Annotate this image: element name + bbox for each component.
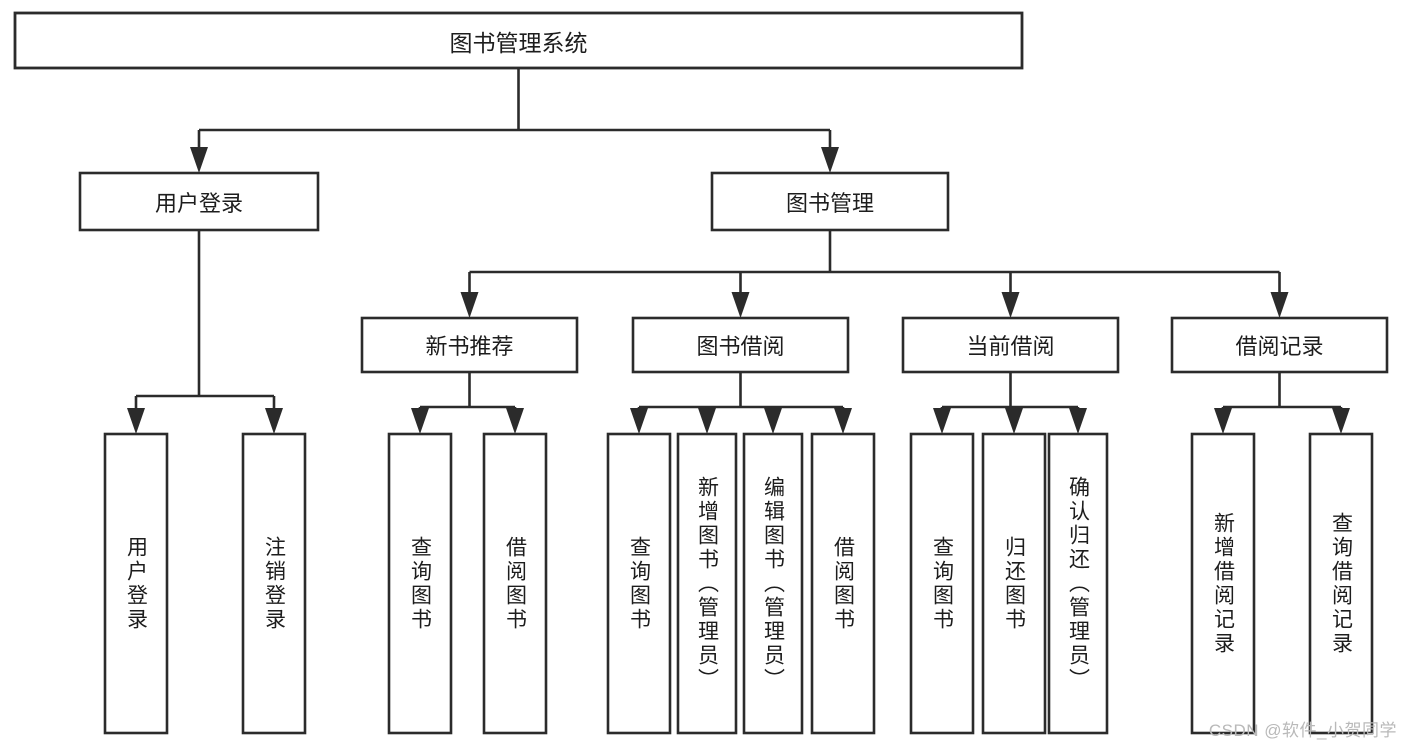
node-box-bb-borrow-book[interactable] (810, 432, 876, 735)
node-box-current-borrow[interactable] (901, 316, 1120, 374)
book-borrow-arrow-0 (630, 408, 648, 434)
new-book-recommend-arrow-1 (506, 408, 524, 434)
book-management-arrow-1 (731, 292, 750, 318)
current-borrow-arrow-0 (933, 408, 951, 434)
node-box-user-login[interactable] (78, 171, 320, 232)
book-management-arrow-2 (1001, 292, 1020, 318)
node-box-book-borrow[interactable] (631, 316, 850, 374)
node-box-logout-leaf[interactable] (241, 432, 307, 735)
node-box-br-add-record[interactable] (1190, 432, 1256, 735)
node-box-bb-query-book[interactable] (606, 432, 672, 735)
node-box-bb-add-book-admin[interactable] (676, 432, 738, 735)
node-box-book-management[interactable] (710, 171, 950, 232)
borrow-records-arrow-0 (1214, 408, 1232, 434)
node-box-cb-query-book[interactable] (909, 432, 975, 735)
node-box-nbr-query-book[interactable] (387, 432, 453, 735)
node-box-user-login-leaf[interactable] (103, 432, 169, 735)
user-login-arrow-1 (265, 408, 283, 434)
root-arrow-1 (821, 147, 839, 173)
user-login-arrow-0 (127, 408, 145, 434)
root-arrow-0 (190, 147, 208, 173)
node-box-cb-confirm-return-admin[interactable] (1047, 432, 1109, 735)
book-borrow-arrow-2 (764, 408, 782, 434)
book-borrow-arrow-1 (698, 408, 716, 434)
current-borrow-arrow-1 (1005, 408, 1023, 434)
node-box-borrow-records[interactable] (1170, 316, 1389, 374)
node-box-br-query-record[interactable] (1308, 432, 1374, 735)
watermark-text: CSDN @软件_小贺同学 (1208, 721, 1397, 740)
node-box-root[interactable] (13, 11, 1024, 70)
node-box-bb-edit-book-admin[interactable] (742, 432, 804, 735)
book-borrow-arrow-3 (834, 408, 852, 434)
book-management-arrow-3 (1270, 292, 1289, 318)
node-box-nbr-borrow-book[interactable] (482, 432, 548, 735)
borrow-records-arrow-1 (1332, 408, 1350, 434)
node-box-new-book-recommend[interactable] (360, 316, 579, 374)
book-management-arrow-0 (460, 292, 479, 318)
node-box-cb-return-book[interactable] (981, 432, 1047, 735)
new-book-recommend-arrow-0 (411, 408, 429, 434)
current-borrow-arrow-2 (1069, 408, 1087, 434)
